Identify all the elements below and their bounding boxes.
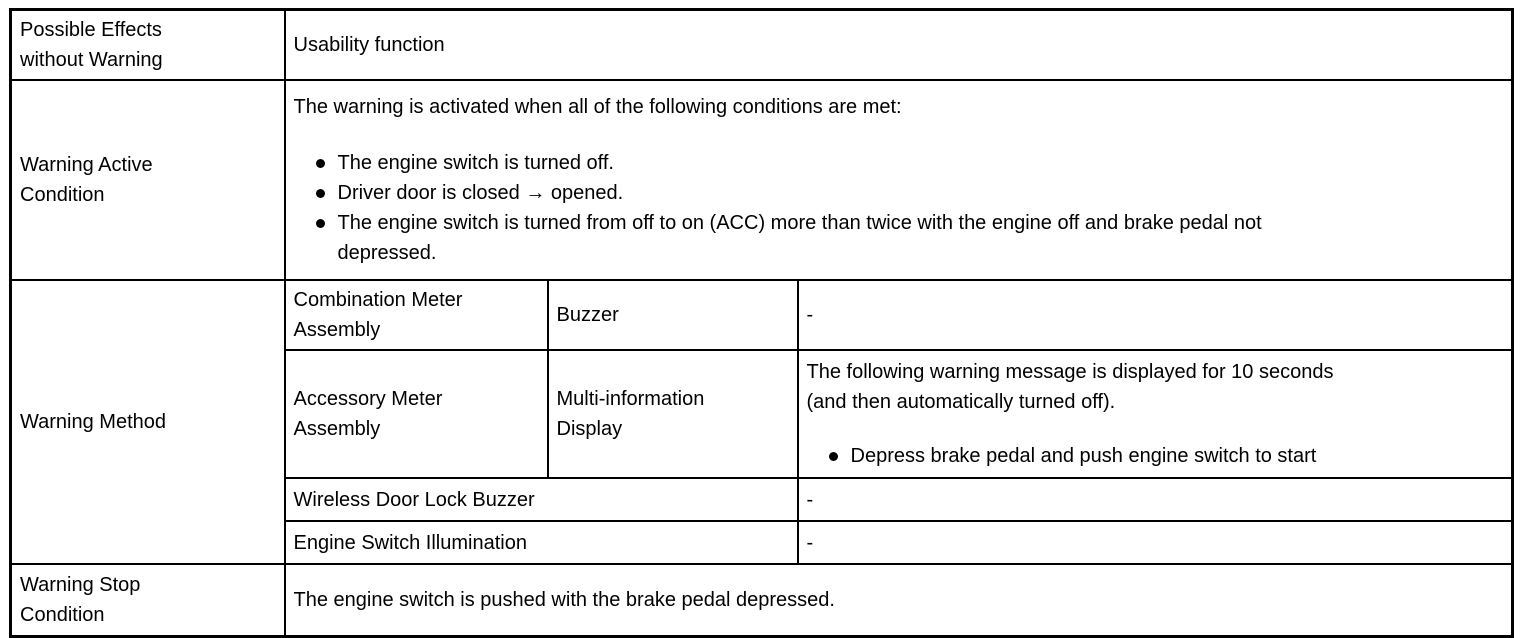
bullet-icon [828, 452, 838, 461]
warning-method-description-4: - [796, 520, 1514, 565]
warning-method-description-3: - [796, 477, 1514, 522]
warning-active-bullet-list: The engine switch is turned off. Driver … [294, 148, 1504, 268]
list-item: Driver door is closed → opened. [315, 178, 1504, 208]
warning-active-label: Warning Active Condition [9, 79, 286, 281]
row-warning-method-combination-meter: Warning Method Combination Meter Assembl… [9, 279, 1514, 565]
warning-method-label: Warning Method [9, 279, 286, 565]
list-item: Depress brake pedal and push engine swit… [828, 441, 1504, 471]
warning-method-component-1: Combination Meter Assembly [283, 279, 549, 351]
warning-method-component-2: Accessory Meter Assembly [283, 349, 549, 479]
possible-effects-label: Possible Effects without Warning [9, 8, 286, 81]
warning-method-component-4: Engine Switch Illumination [283, 520, 799, 565]
warning-spec-table: Possible Effects without Warning Usabili… [9, 8, 1514, 638]
warning-method-description-2: The following warning message is display… [796, 349, 1514, 479]
warning-active-content: The warning is activated when all of the… [283, 79, 1514, 281]
list-item: The engine switch is turned from off to … [315, 208, 1504, 268]
row-warning-active-condition: Warning Active Condition The warning is … [9, 79, 1514, 281]
warning-method-device-1: Buzzer [546, 279, 799, 351]
warning-method-description-1: - [796, 279, 1514, 351]
bullet-icon [315, 159, 325, 168]
possible-effects-value: Usability function [283, 8, 1514, 81]
warning-active-bullet-3: The engine switch is turned from off to … [337, 212, 1262, 264]
warning-method-component-3: Wireless Door Lock Buzzer [283, 477, 799, 522]
row-warning-method-accessory-meter: Accessory Meter Assembly Multi-informati… [11, 349, 1514, 479]
row-warning-method-door-lock-buzzer: Wireless Door Lock Buzzer - [11, 477, 1514, 522]
row-possible-effects: Possible Effects without Warning Usabili… [9, 8, 1514, 81]
multi-information-bullet-list: Depress brake pedal and push engine swit… [807, 441, 1504, 471]
list-item: The engine switch is turned off. [315, 148, 1504, 178]
row-warning-method-switch-illumination: Engine Switch Illumination - [11, 520, 1514, 565]
bullet-icon [315, 189, 325, 198]
warning-active-intro: The warning is activated when all of the… [293, 96, 902, 118]
multi-information-bullet-1: Depress brake pedal and push engine swit… [850, 445, 1317, 467]
row-warning-stop-condition: Warning Stop Condition The engine switch… [9, 563, 1514, 637]
warning-method-device-2: Multi-information Display [546, 349, 799, 479]
multi-information-display-message: The following warning message is display… [806, 361, 1334, 413]
warning-stop-label: Warning Stop Condition [9, 563, 286, 637]
warning-active-bullet-2: Driver door is closed → opened. [337, 182, 624, 204]
warning-active-bullet-1: The engine switch is turned off. [337, 152, 614, 174]
warning-stop-value: The engine switch is pushed with the bra… [283, 563, 1514, 637]
bullet-icon [315, 219, 325, 228]
